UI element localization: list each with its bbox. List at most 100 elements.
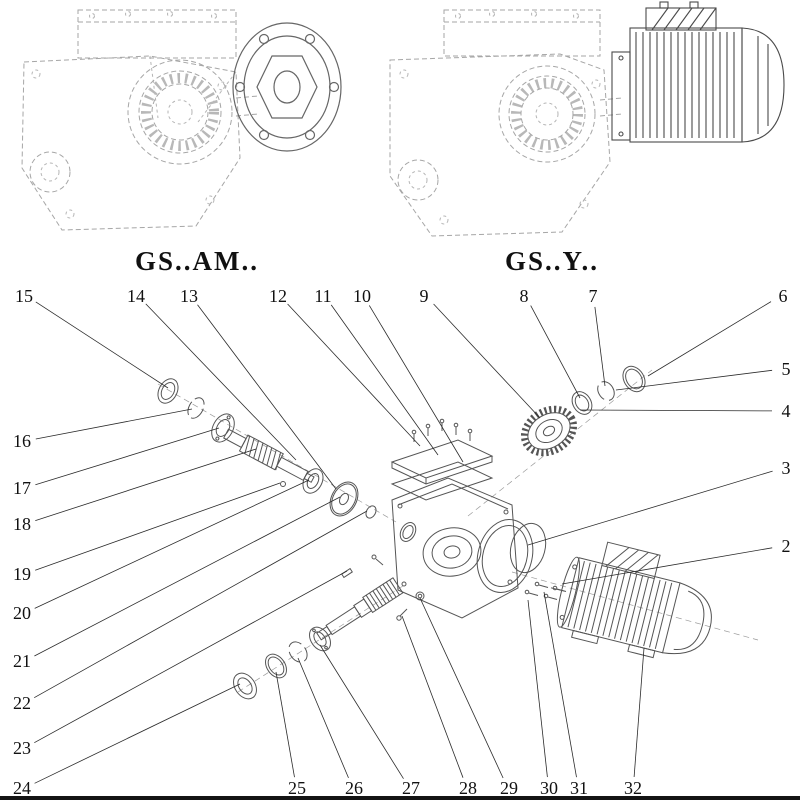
leader-line-18 xyxy=(35,448,257,521)
callout-3: 3 xyxy=(782,458,791,478)
leader-line-13 xyxy=(197,304,337,490)
callout-29: 29 xyxy=(500,778,518,798)
output-bearing xyxy=(309,626,331,652)
callout-17: 17 xyxy=(13,478,31,498)
leader-line-7 xyxy=(594,306,606,387)
washer xyxy=(365,505,377,519)
leader-line-19 xyxy=(35,482,281,571)
leader-line-21 xyxy=(34,496,341,657)
small-washer xyxy=(415,591,425,601)
side-bolt xyxy=(371,554,384,566)
output-axis xyxy=(237,583,407,693)
retaining-ring xyxy=(597,381,615,401)
leader-line-25 xyxy=(275,671,295,778)
motor-terminal-box xyxy=(601,541,661,580)
callout-19: 19 xyxy=(13,564,31,584)
callout-13: 13 xyxy=(180,286,198,306)
cover-bolts xyxy=(411,418,473,442)
callout-8: 8 xyxy=(520,286,529,306)
leader-line-15 xyxy=(35,301,169,389)
motor-exploded xyxy=(550,541,712,659)
callout-12: 12 xyxy=(269,286,287,306)
callout-5: 5 xyxy=(782,359,791,379)
leader-line-17 xyxy=(35,427,220,486)
output-circlip xyxy=(288,641,308,663)
exploded-view xyxy=(157,365,759,700)
callout-24: 24 xyxy=(13,778,31,798)
leader-line-22 xyxy=(34,510,368,699)
leader-line-28 xyxy=(401,615,464,778)
bearing-2 xyxy=(302,468,324,494)
callout-2: 2 xyxy=(782,536,791,556)
worm-shaft xyxy=(223,428,315,483)
callout-31: 31 xyxy=(570,778,588,798)
callout-14: 14 xyxy=(127,286,145,306)
leader-line-12 xyxy=(287,303,421,447)
leader-line-8 xyxy=(530,305,581,399)
input-gear-dashed-circles xyxy=(127,59,233,165)
leader-line-26 xyxy=(297,657,349,779)
leader-line-6 xyxy=(647,301,772,377)
o-ring xyxy=(509,522,547,574)
leader-line-24 xyxy=(34,683,241,784)
cover-ring xyxy=(622,365,646,393)
small-bolt xyxy=(396,608,408,621)
callout-18: 18 xyxy=(13,514,31,534)
leader-line-30 xyxy=(527,599,548,778)
motor-axis xyxy=(511,571,759,641)
spacer-ring xyxy=(571,391,593,415)
output-shaft xyxy=(316,577,404,641)
callout-6: 6 xyxy=(779,286,788,306)
callout-15: 15 xyxy=(15,286,33,306)
housing-cover xyxy=(390,439,494,501)
leader-line-11 xyxy=(330,304,439,456)
callout-26: 26 xyxy=(345,778,363,798)
gasket xyxy=(390,461,494,501)
motor-flange-ring xyxy=(476,519,534,593)
model-label-left: GS..AM.. xyxy=(135,246,259,276)
callout-16: 16 xyxy=(13,431,31,451)
callout-10: 10 xyxy=(353,286,371,306)
callout-21: 21 xyxy=(13,651,31,671)
leader-line-9 xyxy=(433,303,541,419)
callout-23: 23 xyxy=(13,738,31,758)
callout-20: 20 xyxy=(13,603,31,623)
helical-gear xyxy=(520,405,578,457)
output-seal xyxy=(265,653,287,679)
callout-32: 32 xyxy=(624,778,642,798)
input-gear-dashed-circles-right xyxy=(498,65,596,163)
gear-housing xyxy=(391,477,519,619)
bearing xyxy=(211,413,235,443)
callout-9: 9 xyxy=(420,286,429,306)
leader-line-16 xyxy=(35,408,193,440)
leader-line-3 xyxy=(527,470,773,546)
motor-drawing xyxy=(611,1,785,143)
leader-line-4 xyxy=(579,409,773,412)
leader-line-29 xyxy=(419,597,504,779)
callout-4: 4 xyxy=(782,401,791,421)
leader-line-27 xyxy=(319,644,404,779)
pin xyxy=(280,481,286,487)
leader-line-23 xyxy=(34,570,348,744)
seal-ring xyxy=(157,378,179,404)
leader-line-14 xyxy=(145,303,297,461)
output-flange-drawing xyxy=(232,22,342,152)
gearbox-motor-variant-drawing xyxy=(389,1,785,237)
gearbox-flange-variant-drawing xyxy=(21,9,342,231)
worm-axis xyxy=(157,383,397,523)
worm-gear-disc xyxy=(329,481,359,517)
gear-axis xyxy=(467,369,653,517)
leader-line-31 xyxy=(543,591,577,778)
leader-line-10 xyxy=(368,305,464,463)
terminal-box xyxy=(645,7,717,31)
callout-11: 11 xyxy=(314,286,331,306)
callout-30: 30 xyxy=(540,778,558,798)
model-label-right: GS..Y.. xyxy=(504,246,600,276)
callout-25: 25 xyxy=(288,778,306,798)
end-cap xyxy=(233,672,257,700)
leader-line-32 xyxy=(633,647,645,778)
callout-7: 7 xyxy=(589,286,598,306)
callout-22: 22 xyxy=(13,693,31,713)
